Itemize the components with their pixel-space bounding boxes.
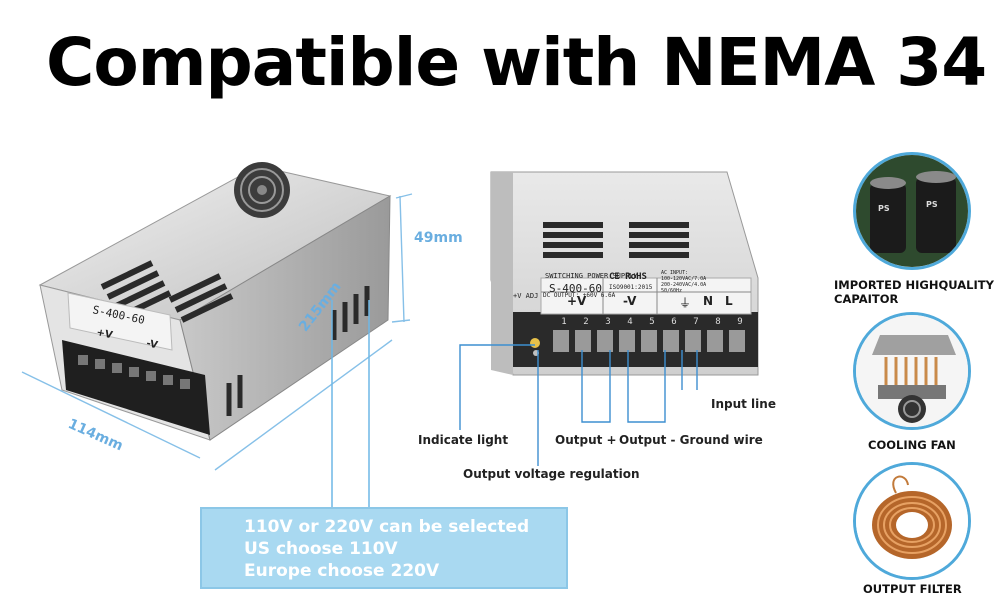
terminal-l-label: L (725, 294, 733, 308)
fan-icon (853, 312, 971, 430)
terminal-pos-label: +V (567, 294, 587, 308)
callout-output-minus: Output - Ground wire (619, 433, 763, 447)
left-pos-label: +V (95, 327, 113, 341)
feature-label-line: COOLING FAN (868, 438, 956, 452)
callout-voltage-regulation: Output voltage regulation (463, 467, 640, 481)
callout-output-plus: Output + (555, 433, 617, 447)
terminal-number: 9 (737, 317, 743, 327)
right-ac-input: AC INPUT: 100-120VAC/7.0A 200-240VAC/4.0… (661, 270, 706, 294)
voltage-selection-note: 110V or 220V can be selected US choose 1… (200, 507, 568, 589)
terminal-number-row: 1 2 3 4 5 6 7 8 9 (553, 317, 753, 327)
note-line-1: 110V or 220V can be selected (244, 517, 530, 537)
feature-label-fan: COOLING FAN (868, 438, 956, 453)
height-dimension-label: 49mm (414, 230, 463, 246)
ac-input-line-1: 100-120VAC/7.0A (661, 276, 707, 282)
left-neg-label: -V (145, 338, 158, 351)
callout-indicate-light: Indicate light (418, 433, 509, 447)
right-dc-output: DC OUTPUT: +60V 6.6A (543, 292, 616, 299)
callout-input-line: Input line (711, 397, 776, 411)
power-supply-left-image: S-400-60 +V -V (21, 162, 413, 507)
terminal-number: 1 (561, 317, 567, 327)
terminal-neg-label: -V (623, 294, 637, 308)
ac-input-title: AC INPUT: (661, 270, 689, 276)
ac-input-line-2: 200-240VAC/4.0A (661, 282, 707, 288)
feature-label-filter: OUTPUT FILTER (863, 582, 962, 597)
feature-label-line: CAPAITOR (834, 291, 899, 306)
right-model-label: S-400-60 (549, 282, 602, 295)
ac-input-line-3: 50/60Hz (661, 288, 683, 294)
capacitor-icon: PS PS (853, 152, 971, 270)
terminal-number: 3 (605, 317, 611, 327)
feature-label-capacitor: IMPORTED HIGHQUALITY CAPAITOR (834, 278, 994, 307)
coil-icon (853, 462, 971, 580)
svg-text:PS: PS (878, 204, 890, 213)
callout-lines (459, 344, 698, 466)
right-maker-line: SWITCHING POWER SUPPLY (545, 272, 638, 280)
feature-label-line: OUTPUT FILTER (863, 582, 962, 596)
power-supply-right-image: SWITCHING POWER SUPPLY S-400-60 DC OUTPU… (483, 170, 768, 380)
right-cert-label: CE RoHS (609, 272, 647, 282)
terminal-number: 7 (693, 317, 699, 327)
terminal-number: 8 (715, 317, 721, 327)
ground-symbol-icon: ⏚ (679, 296, 692, 310)
fan-grill (234, 162, 290, 218)
page-title: Compatible with NEMA 34 (46, 24, 987, 101)
terminal-number: 5 (649, 317, 655, 327)
adj-label: +V ADJ (513, 292, 539, 300)
terminal-number: 6 (671, 317, 677, 327)
note-line-3: Europe choose 220V (244, 561, 440, 581)
note-line-2: US choose 110V (244, 539, 398, 559)
terminal-number: 2 (583, 317, 589, 327)
terminal-number: 4 (627, 317, 633, 327)
right-iso-label: ISO9001:2015 (609, 284, 653, 291)
feature-label-line: IMPORTED HIGHQUALITY (834, 278, 994, 292)
svg-text:PS: PS (926, 200, 938, 209)
terminal-n-label: N (703, 294, 714, 308)
